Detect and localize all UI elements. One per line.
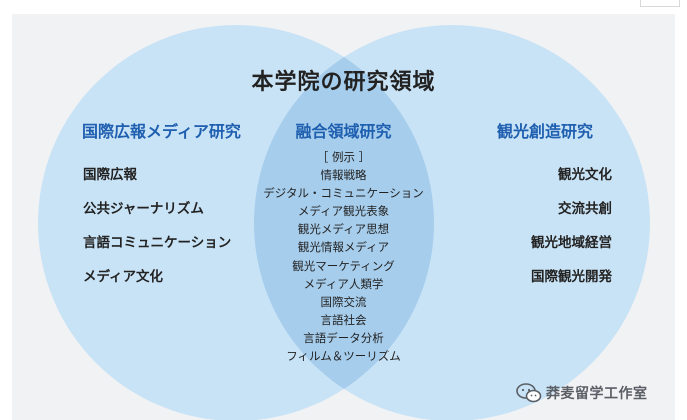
center-topic: デジタル・コミュニケーション <box>263 186 424 201</box>
center-topic: 観光メディア思想 <box>297 222 390 237</box>
right-topic: 観光地域経営 <box>531 235 612 251</box>
center-topic: メディア観光表象 <box>297 204 390 219</box>
center-overlap-heading: 融合領域研究 <box>295 122 392 141</box>
right-topic: 観光文化 <box>558 167 612 183</box>
center-topic: ［ 例示 ］ <box>316 150 371 164</box>
wechat-icon <box>516 383 542 403</box>
center-topic: 言語社会 <box>320 312 367 327</box>
left-topic: 国際広報 <box>83 167 137 183</box>
left-topic-list: 国際広報 公共ジャーナリズム 言語コミュニケーション メディア文化 <box>83 163 231 299</box>
left-circle-heading: 国際広報メディア研究 <box>82 122 241 141</box>
right-topic-list: 観光文化 交流共創 観光地域経営 国際観光開発 <box>500 163 612 299</box>
center-topic: 情報戦略 <box>320 168 367 183</box>
right-topic: 交流共創 <box>558 201 612 217</box>
left-topic: 言語コミュニケーション <box>83 235 232 251</box>
center-topic: メディア人類学 <box>303 276 384 291</box>
venn-overlap <box>254 25 434 420</box>
watermark: 莽麦留学工作室 <box>516 382 648 404</box>
left-topic: メディア文化 <box>83 269 164 285</box>
center-topic: 国際交流 <box>320 294 367 309</box>
left-topic: 公共ジャーナリズム <box>83 201 204 217</box>
watermark-text: 莽麦留学工作室 <box>546 386 648 402</box>
center-topic: 観光情報メディア <box>297 240 390 255</box>
right-topic: 国際観光開発 <box>531 269 612 285</box>
corner-badge <box>640 0 680 7</box>
center-topic-list: ［ 例示 ］ 情報戦略 デジタル・コミュニケーション メディア観光表象 観光メデ… <box>0 148 687 365</box>
diagram-title: 本学院の研究領域 <box>251 70 436 95</box>
center-topic: フィルム＆ツーリズム <box>286 349 401 364</box>
center-topic: 観光マーケティング <box>292 258 395 273</box>
center-topic: 言語データ分析 <box>303 330 384 345</box>
right-circle-heading: 観光創造研究 <box>497 122 594 141</box>
